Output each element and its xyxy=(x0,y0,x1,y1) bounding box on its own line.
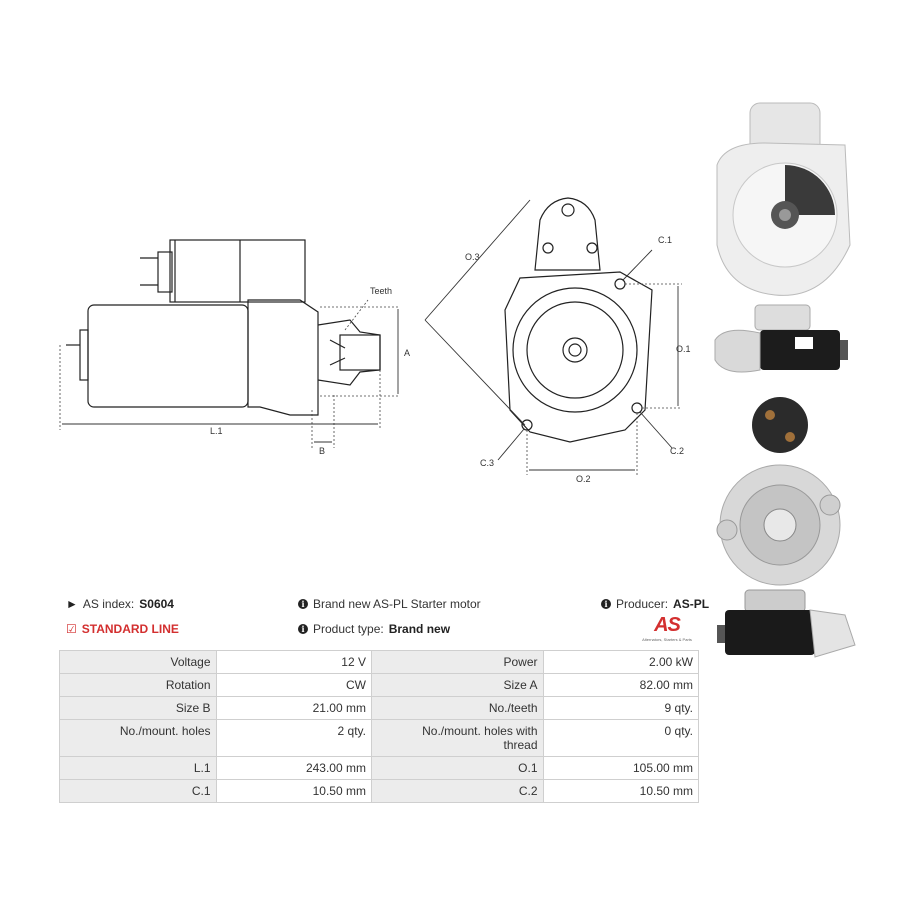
description-row: i Brand new AS-PL Starter motor xyxy=(298,597,481,611)
info-icon: i xyxy=(298,599,308,609)
table-row: Size B 21.00 mm No./teeth 9 qty. xyxy=(59,696,700,720)
table-row: L.1 243.00 mm O.1 105.00 mm xyxy=(59,756,700,780)
product-photos xyxy=(714,102,856,658)
teeth-label: Teeth xyxy=(370,286,392,296)
spec-label: C.1 xyxy=(59,779,217,803)
product-type-label: Product type: xyxy=(313,622,384,636)
size-a-label: A xyxy=(404,348,410,358)
photo-rear-view xyxy=(716,397,841,586)
table-row: C.1 10.50 mm C.2 10.50 mm xyxy=(59,779,700,803)
as-pl-logo: AS Alternators, Starters & Parts xyxy=(635,614,699,642)
info-icon: i xyxy=(601,599,611,609)
table-row: Voltage 12 V Power 2.00 kW xyxy=(59,650,700,674)
motor-body xyxy=(87,304,249,408)
o2-label: O.2 xyxy=(576,474,591,484)
tag-icon: ► xyxy=(66,597,78,611)
spec-value: 10.50 mm xyxy=(542,779,700,803)
l1-label: L.1 xyxy=(210,426,223,436)
c1-label: C.1 xyxy=(658,235,672,245)
checkbox-icon: ☑ xyxy=(66,622,77,636)
spec-value: 243.00 mm xyxy=(215,756,372,780)
table-row: Rotation CW Size A 82.00 mm xyxy=(59,673,700,697)
info-icon: i xyxy=(298,624,308,634)
spec-value: 105.00 mm xyxy=(542,756,700,780)
spec-value: 82.00 mm xyxy=(542,673,700,697)
spec-value: 0 qty. xyxy=(542,719,700,757)
photo-side-angled xyxy=(717,589,856,658)
spec-value: 2 qty. xyxy=(215,719,372,757)
description-text: Brand new AS-PL Starter motor xyxy=(313,597,481,611)
c2-label: C.2 xyxy=(670,446,684,456)
spec-label: Power xyxy=(370,650,544,674)
spec-label: Voltage xyxy=(59,650,217,674)
spec-label: No./mount. holes with thread xyxy=(370,719,544,757)
spec-label: C.2 xyxy=(370,779,544,803)
product-type-value: Brand new xyxy=(388,622,451,636)
logo-mark: AS xyxy=(654,614,681,636)
producer-row: i Producer: AS-PL xyxy=(601,597,709,611)
spec-label: L.1 xyxy=(59,756,217,780)
size-b-label: B xyxy=(319,446,325,456)
spec-label: Rotation xyxy=(59,673,217,697)
side-view-diagram: Teeth A L.1 B xyxy=(59,239,410,456)
table-row: No./mount. holes 2 qty. No./mount. holes… xyxy=(59,719,700,757)
spec-value: 9 qty. xyxy=(542,696,700,720)
spec-value: CW xyxy=(215,673,372,697)
photo-side-view xyxy=(714,304,848,373)
c3-label: C.3 xyxy=(480,458,494,468)
flange-outline xyxy=(504,271,653,443)
spec-value: 10.50 mm xyxy=(215,779,372,803)
drive-housing xyxy=(247,299,319,416)
standard-line-row: ☑ STANDARD LINE xyxy=(66,622,179,636)
product-type-row: i Product type: Brand new xyxy=(298,622,450,636)
spec-label: No./teeth xyxy=(370,696,544,720)
spec-value: 2.00 kW xyxy=(542,650,700,674)
spec-value: 12 V xyxy=(215,650,372,674)
as-index-row: ► AS index: S0604 xyxy=(66,597,174,611)
standard-line-label: STANDARD LINE xyxy=(81,622,179,636)
spec-label: O.1 xyxy=(370,756,544,780)
front-view-diagram: O.3 C.1 O.1 C.2 C.3 O.2 xyxy=(424,197,691,484)
spec-table: Voltage 12 V Power 2.00 kW Rotation CW S… xyxy=(59,650,700,803)
spec-label: Size A xyxy=(370,673,544,697)
solenoid-body xyxy=(169,239,306,303)
spec-value: 21.00 mm xyxy=(215,696,372,720)
as-index-value: S0604 xyxy=(139,597,174,611)
as-index-label: AS index: xyxy=(82,597,135,611)
photo-front-housing xyxy=(716,102,851,296)
spec-label: Size B xyxy=(59,696,217,720)
producer-label: Producer: xyxy=(616,597,669,611)
o1-label: O.1 xyxy=(676,344,691,354)
o3-label: O.3 xyxy=(465,252,480,262)
spec-label: No./mount. holes xyxy=(59,719,217,757)
logo-tagline: Alternators, Starters & Parts xyxy=(642,637,692,642)
producer-value: AS-PL xyxy=(673,597,710,611)
